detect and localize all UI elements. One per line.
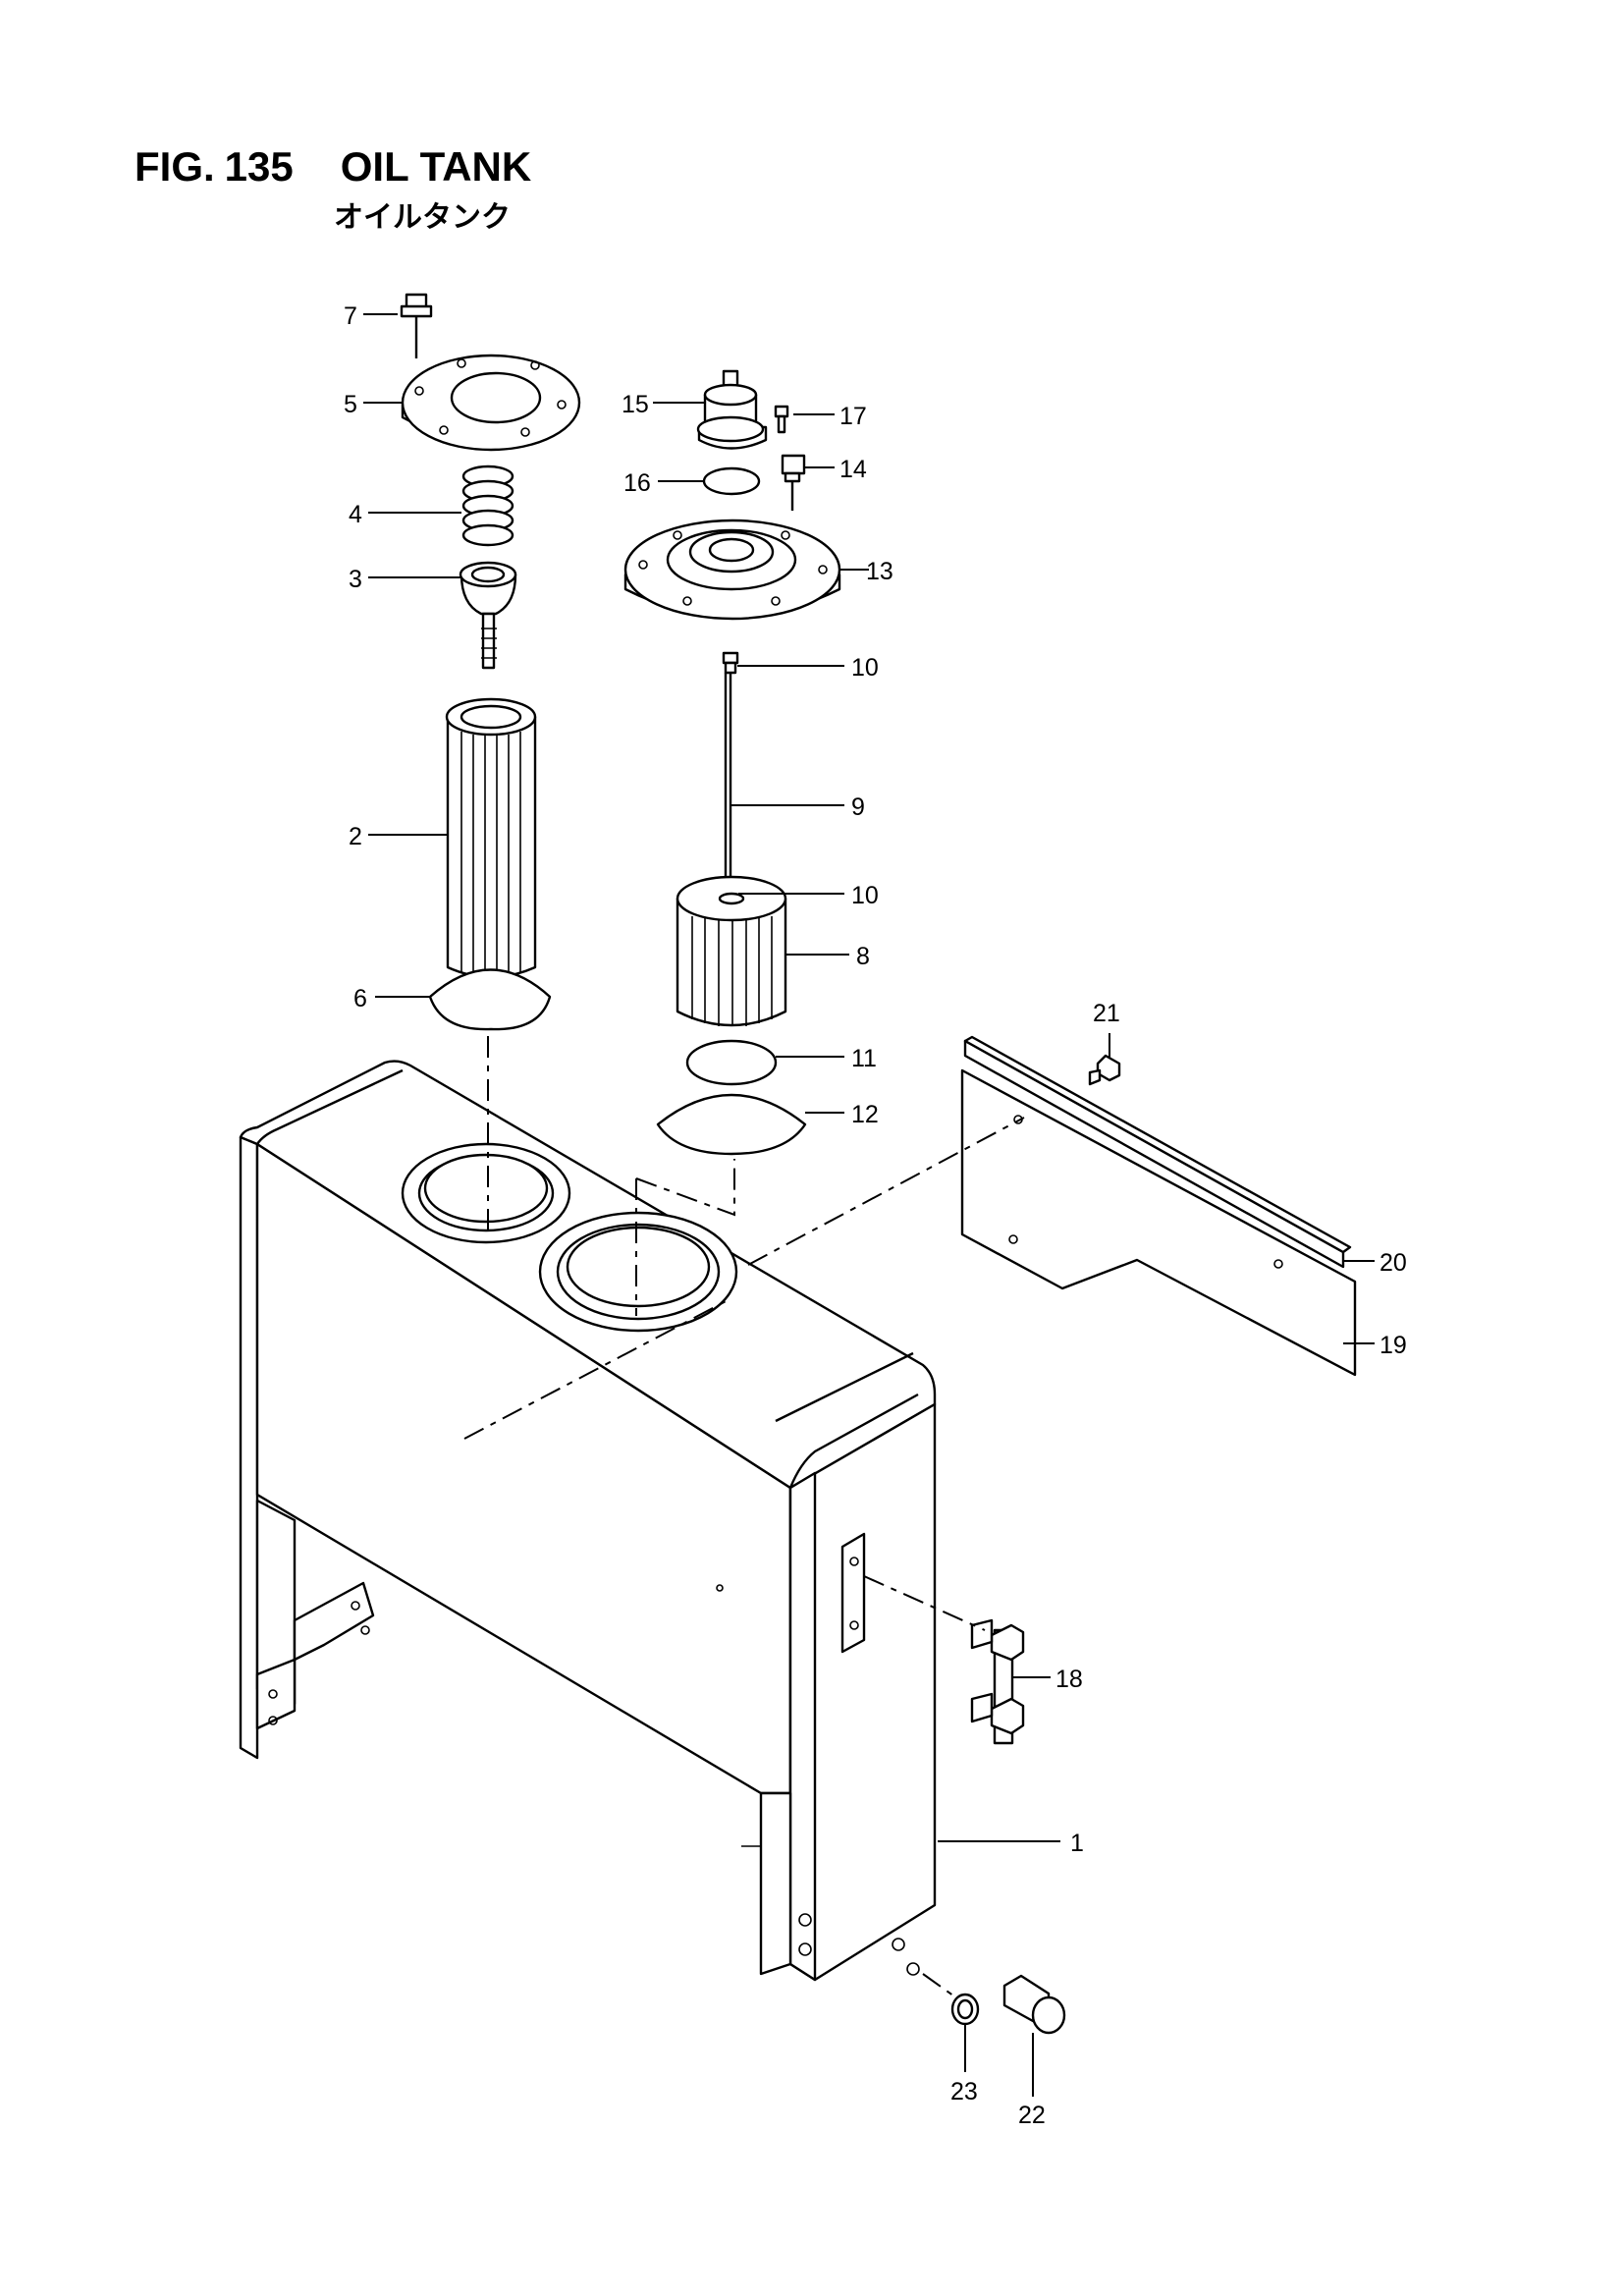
callout-1: 1 [1070, 1830, 1084, 1857]
washer-23 [950, 1993, 980, 2026]
callout-8: 8 [856, 943, 870, 970]
callout-22: 22 [1018, 2102, 1046, 2129]
callout-19: 19 [1380, 1332, 1407, 1359]
callout-13: 13 [866, 558, 893, 585]
callout-10b: 10 [851, 882, 879, 909]
figure-number: 135 [224, 143, 294, 190]
bolt-14 [781, 454, 806, 511]
gasket-6 [428, 968, 552, 1031]
screw-21 [1088, 1054, 1121, 1086]
screw-17 [774, 405, 789, 434]
callout-6: 6 [353, 985, 367, 1012]
side-cover-19 [960, 1068, 1357, 1377]
callout-20: 20 [1380, 1249, 1407, 1277]
spring-4 [461, 465, 514, 547]
callout-21: 21 [1093, 1000, 1120, 1027]
callout-14: 14 [839, 456, 867, 483]
callout-9: 9 [851, 793, 865, 821]
callout-12: 12 [851, 1101, 879, 1128]
figure-subtitle: オイルタンク [334, 200, 511, 235]
filter-element-2 [445, 697, 537, 979]
flange-13 [623, 519, 841, 621]
valve-3 [459, 561, 517, 670]
gasket-12 [656, 1093, 807, 1156]
oil-tank-body [239, 1060, 937, 1982]
callout-5: 5 [344, 391, 357, 418]
callout-23: 23 [950, 2078, 978, 2105]
cover-plate-5 [401, 354, 581, 452]
assembly-lines [463, 1036, 1025, 1999]
callout-2: 2 [349, 823, 362, 850]
figure-name: OIL TANK [340, 143, 532, 190]
level-gauge-18 [970, 1618, 1025, 1745]
rod-9 [721, 651, 740, 900]
bolt-7 [400, 293, 433, 358]
strainer-8 [676, 875, 787, 1027]
callout-numbers: 7 5 4 3 2 6 15 17 16 14 13 10 9 10 8 11 … [344, 302, 1407, 2129]
callout-11: 11 [851, 1045, 877, 1072]
callout-7: 7 [344, 302, 357, 330]
figure-label: FIG. [135, 143, 215, 190]
leader-lines [363, 313, 1375, 2097]
callout-4: 4 [349, 501, 362, 528]
callout-15: 15 [622, 391, 649, 418]
callout-10a: 10 [851, 654, 879, 682]
callout-17: 17 [839, 403, 867, 430]
bolt-22 [1002, 1974, 1066, 2035]
gasket-16 [702, 466, 761, 496]
gasket-11 [685, 1039, 778, 1086]
callout-16: 16 [623, 469, 651, 497]
callout-18: 18 [1055, 1666, 1083, 1693]
figure-title: FIG.135 OIL TANK [135, 143, 531, 191]
sensor-15 [696, 369, 768, 450]
rubber-strip-20 [963, 1035, 1352, 1269]
callout-3: 3 [349, 566, 362, 593]
